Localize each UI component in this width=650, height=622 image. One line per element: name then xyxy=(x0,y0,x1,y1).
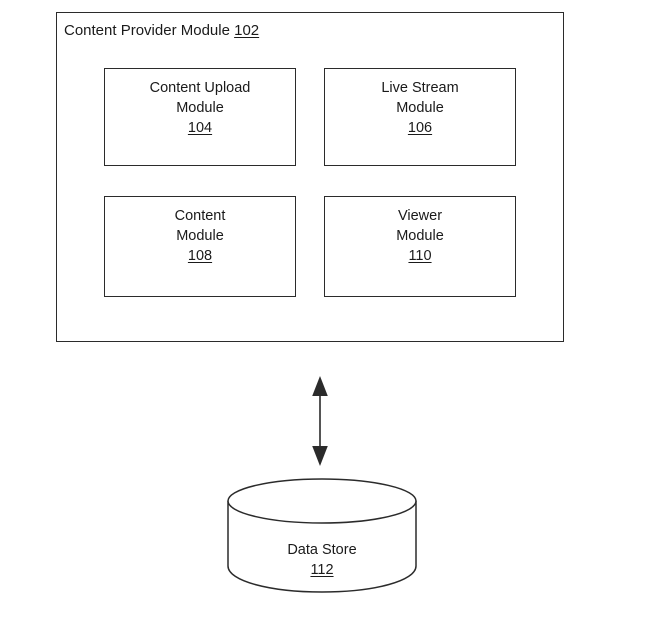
module-106-line2: Module xyxy=(396,100,444,116)
module-110-reference-number: 110 xyxy=(408,248,432,264)
module-108-line1: Content xyxy=(174,208,226,224)
container-title-text: Content Provider Module xyxy=(64,22,230,39)
module-box-live-stream[interactable]: Live Stream Module 106 xyxy=(324,68,516,166)
module-104-reference-number: 104 xyxy=(187,120,213,136)
module-box-content-upload[interactable]: Content Upload Module 104 xyxy=(104,68,296,166)
module-108-reference-number: 108 xyxy=(187,248,213,264)
module-box-content[interactable]: Content Module 108 xyxy=(104,196,296,297)
module-106-reference-number: 106 xyxy=(407,120,433,136)
bidirectional-connector-arrow xyxy=(300,374,340,468)
data-store-cylinder[interactable] xyxy=(222,474,422,598)
content-provider-module-title: Content Provider Module 102 xyxy=(64,21,259,41)
module-104-line2: Module xyxy=(176,100,224,116)
cylinder-shape-icon xyxy=(227,478,417,593)
module-box-viewer[interactable]: Viewer Module 110 xyxy=(324,196,516,297)
module-104-line1: Content Upload xyxy=(149,80,251,96)
module-110-line1: Viewer xyxy=(397,208,443,224)
double-arrow-icon xyxy=(312,376,328,466)
module-108-line2: Module xyxy=(176,228,224,244)
container-reference-number: 102 xyxy=(234,22,260,39)
module-110-line2: Module xyxy=(396,228,444,244)
module-106-line1: Live Stream xyxy=(381,80,459,96)
